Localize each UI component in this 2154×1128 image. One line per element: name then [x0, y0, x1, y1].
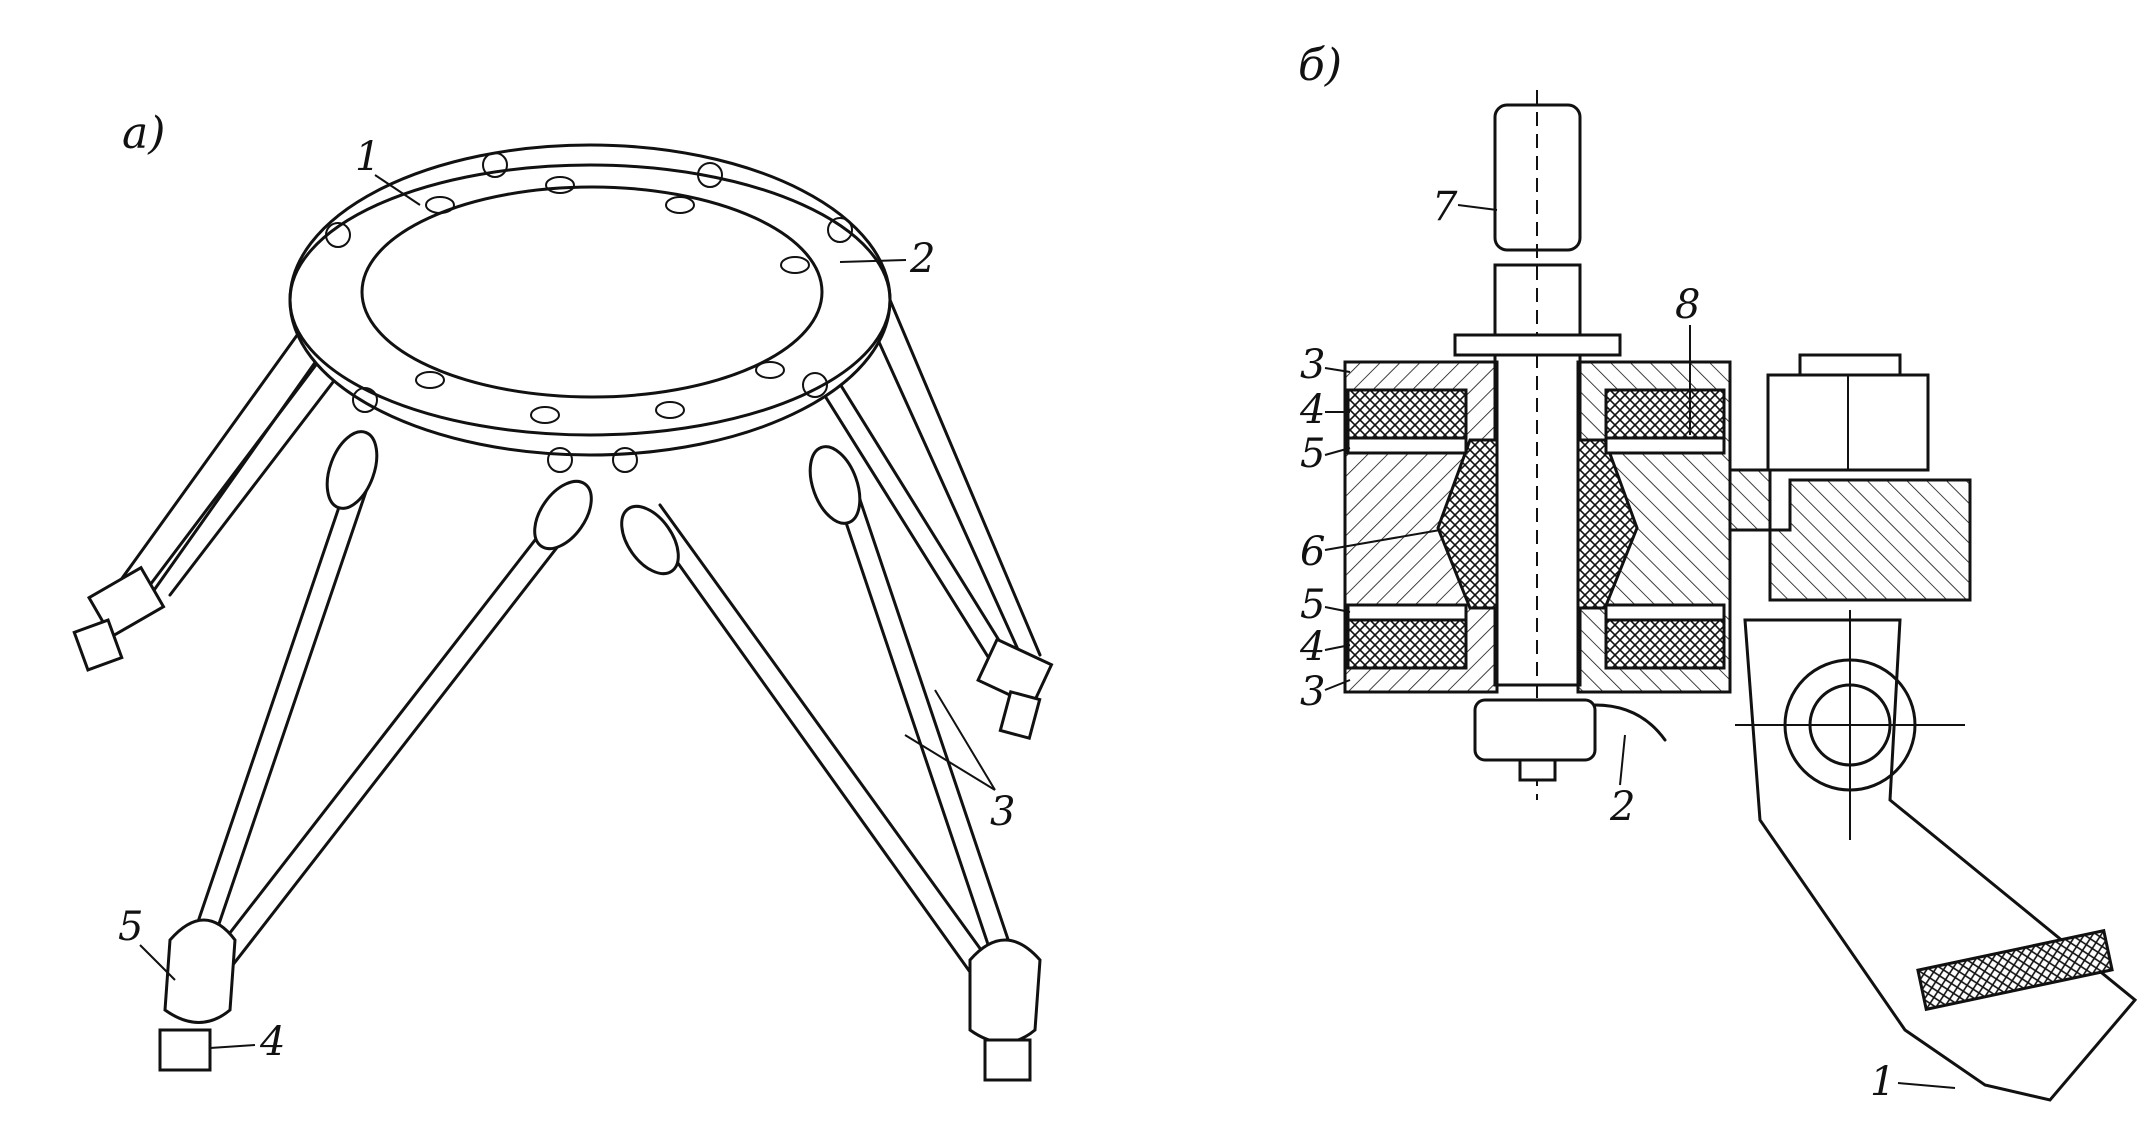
callout-b-8: 8 [1675, 282, 1700, 328]
bolt [1453, 90, 1622, 800]
callout-b-5-bottom: 5 [1300, 582, 1325, 628]
ring-plate [288, 143, 892, 473]
callout-b-4-bottom: 4 [1299, 624, 1325, 670]
panel-a-label: а) [122, 108, 165, 159]
callouts-b: 7 8 3 4 5 6 5 4 3 2 1 [1299, 184, 1956, 1105]
bushing-housing [1343, 360, 1732, 694]
panel-a: а) [72, 108, 1054, 1082]
callout-b-3-bottom: 3 [1300, 669, 1325, 715]
callout-b-5-top: 5 [1300, 431, 1325, 477]
nut-and-pin [1473, 698, 1667, 782]
callout-b-2: 2 [1609, 784, 1635, 830]
panel-b: б) [1298, 40, 2138, 1105]
callouts-a: 1 2 3 4 5 [118, 134, 1015, 1065]
callout-a-2: 2 [909, 236, 935, 282]
callout-b-6: 6 [1300, 529, 1325, 575]
callout-b-7: 7 [1432, 184, 1458, 230]
callout-a-3: 3 [990, 789, 1015, 835]
callout-b-4-top: 4 [1299, 387, 1325, 433]
panel-b-label: б) [1298, 40, 1342, 91]
callout-a-1: 1 [355, 134, 380, 180]
callout-a-5: 5 [118, 904, 143, 950]
bracket [1728, 353, 2138, 1102]
callout-a-4: 4 [259, 1019, 285, 1065]
callout-b-1: 1 [1870, 1059, 1895, 1105]
callout-b-3-top: 3 [1300, 342, 1325, 388]
